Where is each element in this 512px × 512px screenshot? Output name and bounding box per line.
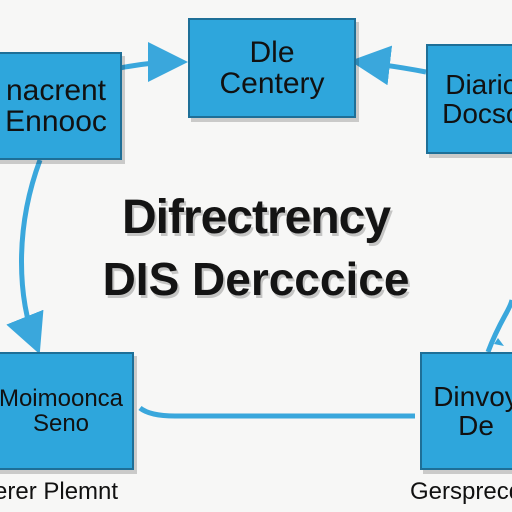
caption-bottom-right: Gersprecdr [410, 478, 512, 505]
arrow-left-to-top [119, 42, 188, 83]
node-bottom-left-line2: Seno [32, 410, 90, 437]
node-bottom-right: Dinvoy De [420, 352, 512, 470]
node-left-line2: Ennooc [5, 105, 107, 138]
node-bottom-right-line1: Dinvoy [433, 380, 512, 412]
node-top-line2: Centery [219, 67, 325, 100]
center-title-line2: DIS Dercccice [102, 253, 410, 305]
center-title-line1: Difrectrency [121, 191, 391, 244]
caption-bottom-left: erer Plemnt [0, 478, 119, 505]
node-bottom-right-line2: De [458, 410, 494, 441]
arrow-left-to-bottom-left [6, 159, 44, 355]
node-bottom-left: Moimoonca Seno [0, 352, 134, 470]
arrow-bottom-left-to-bottom-right [138, 405, 415, 419]
node-right: Diaric Docsc [426, 44, 512, 154]
node-top: Dle Centery [188, 18, 356, 118]
arrow-bottom-right-head [494, 338, 504, 346]
node-bottom-left-line1: Moimoonca [0, 384, 124, 412]
arrow-right-to-top [350, 45, 427, 86]
arrow-bottom-right-up [485, 299, 512, 353]
node-left-line1: nacrent [5, 73, 107, 107]
node-left: nacrent Ennooc [0, 52, 122, 160]
node-right-line2: Docsc [442, 98, 512, 129]
node-top-line1: Dle [249, 35, 295, 69]
node-right-line1: Diaric [445, 68, 512, 100]
